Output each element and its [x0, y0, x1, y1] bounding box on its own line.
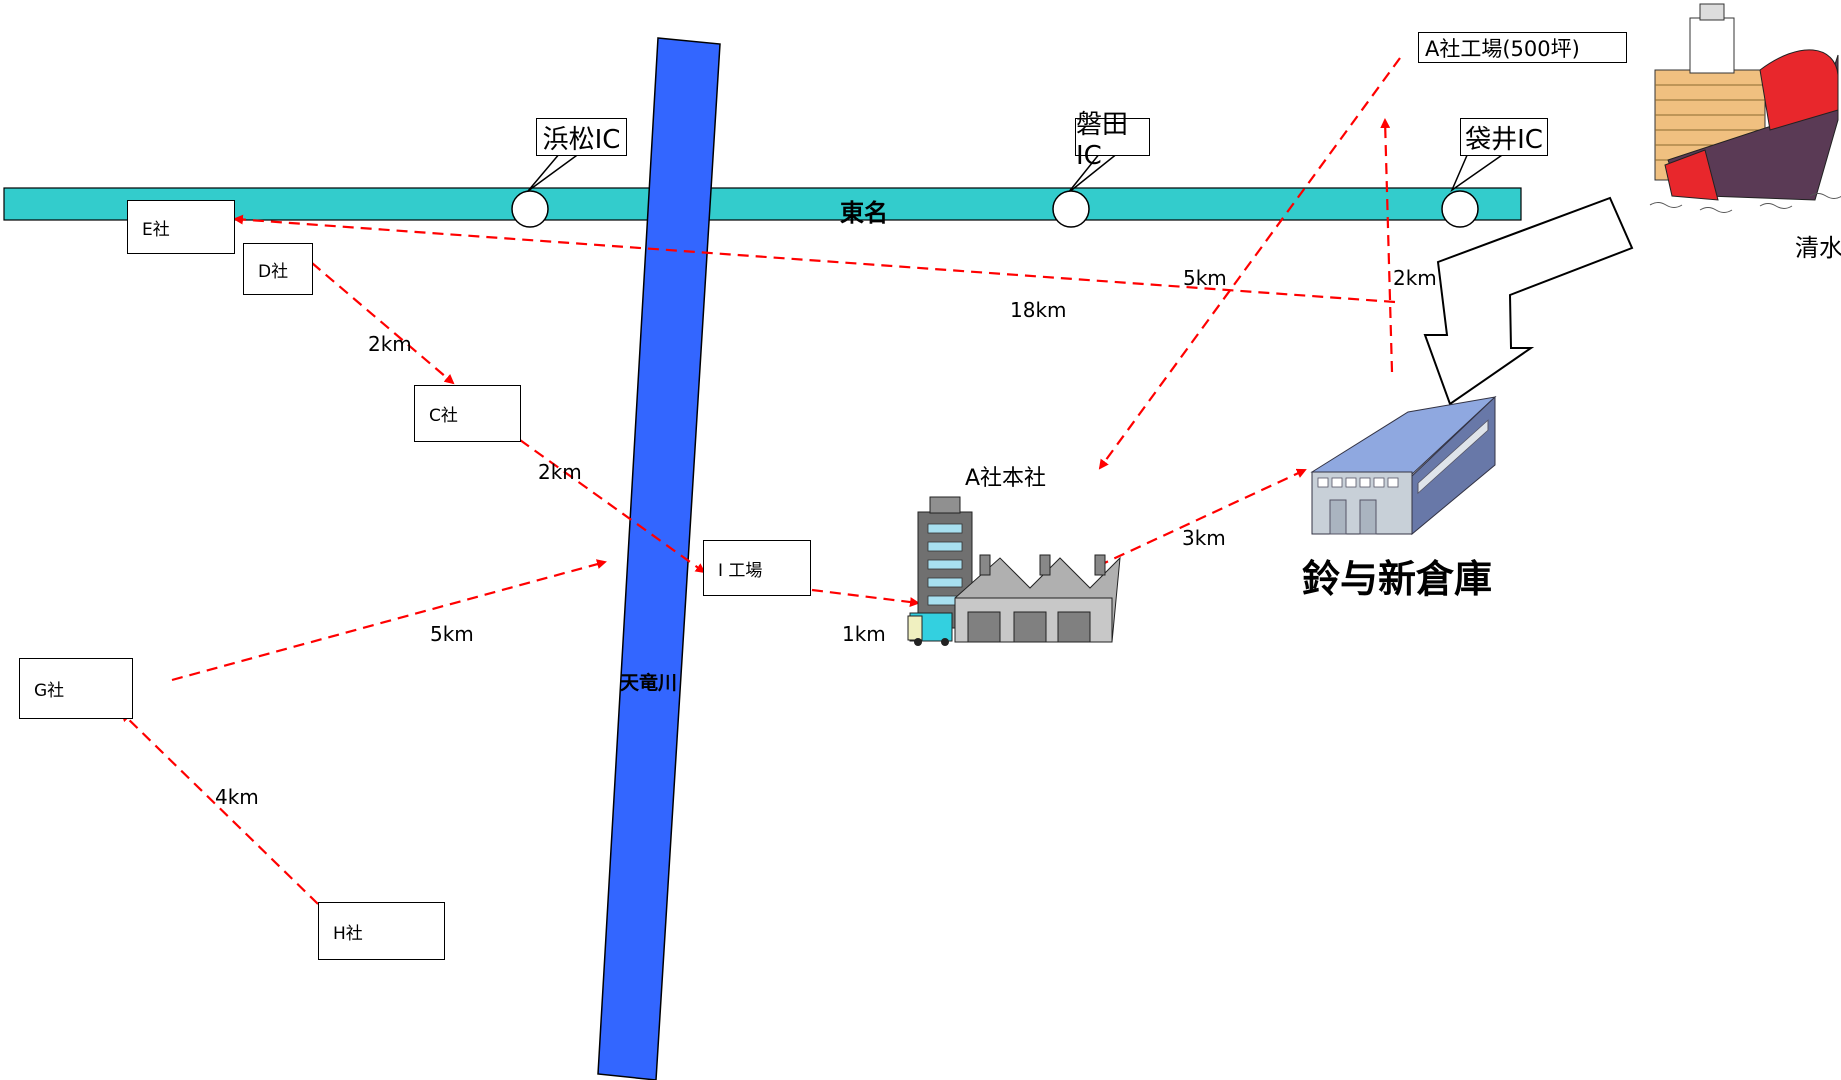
container-ship-icon	[1649, 3, 1841, 213]
route-h-g	[120, 711, 319, 905]
hamamatsu-callout-pointer	[527, 152, 583, 192]
distance-warehouse-up: 2km	[1393, 266, 1437, 290]
route-a-factory	[1098, 57, 1401, 470]
route-g-i	[171, 559, 607, 682]
fukuroi-ic-callout: 袋井IC	[1460, 118, 1548, 156]
distance-d-c: 2km	[368, 332, 412, 356]
shimizu-label: 清水	[1795, 234, 1841, 262]
company-a-factory-box: A社工場(500坪)	[1418, 32, 1627, 63]
distance-a-warehouse: 3km	[1182, 526, 1226, 550]
distance-i-a: 1km	[842, 622, 886, 646]
distance-g-i: 5km	[430, 622, 474, 646]
highway-label: 東名	[840, 199, 888, 227]
route-a-warehouse	[1097, 468, 1307, 567]
route-i-a	[811, 588, 920, 607]
headquarters-factory-icon	[907, 496, 1121, 646]
interchange-fukuroi	[1441, 190, 1479, 228]
route-warehouse-up	[1380, 118, 1394, 373]
company-d-box: D社	[243, 243, 313, 295]
highway-band	[3, 187, 1522, 221]
distance-c-i: 2km	[538, 460, 582, 484]
route-d-c	[311, 262, 455, 385]
distance-a-factory: 5km	[1183, 266, 1227, 290]
distance-e-route: 18km	[1010, 298, 1067, 322]
river-band	[597, 37, 721, 1080]
route-c-i	[519, 439, 706, 574]
warehouse-icon	[1310, 395, 1497, 536]
interchange-hamamatsu	[511, 190, 549, 228]
hamamatsu-ic-callout: 浜松IC	[536, 118, 627, 156]
interchange-iwata	[1052, 190, 1090, 228]
route-e	[233, 214, 1396, 304]
distance-h-g: 4km	[215, 785, 259, 809]
company-g-box: G社	[19, 658, 133, 719]
warehouse-label: 鈴与新倉庫	[1302, 557, 1493, 601]
river-label: 天竜川	[620, 672, 678, 694]
iwata-ic-callout: 磐田IC	[1075, 110, 1150, 171]
company-h-box: H社	[318, 902, 445, 960]
shimizu-inbound-arrow	[1423, 196, 1634, 406]
factory-i-box: I 工場	[703, 540, 811, 596]
a-headquarters-label: A社本社	[965, 466, 1047, 491]
company-c-box: C社	[414, 385, 521, 442]
company-e-box: E社	[127, 200, 235, 254]
fukuroi-callout-pointer	[1450, 152, 1508, 193]
